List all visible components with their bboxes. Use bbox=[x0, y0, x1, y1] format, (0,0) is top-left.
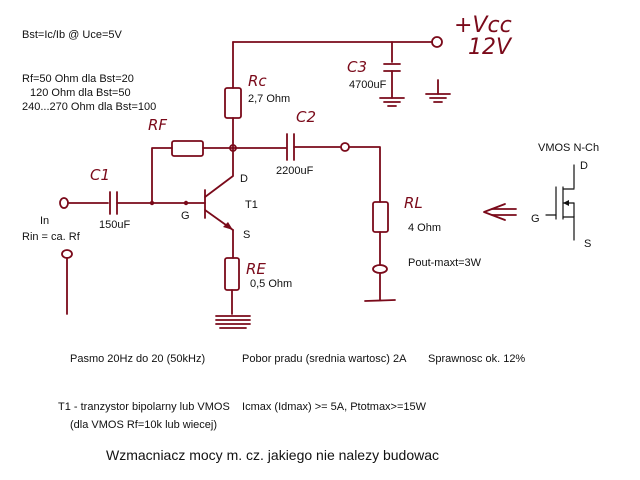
spec-band: Pasmo 20Hz do 20 (50kHz) bbox=[70, 353, 205, 365]
vcc-value-label: 12V bbox=[468, 35, 513, 60]
rl-resistor bbox=[364, 201, 396, 302]
arrow-shaft-icon bbox=[491, 208, 517, 216]
vmos-arrow bbox=[483, 203, 517, 221]
vmos-title: VMOS N-Ch bbox=[538, 142, 599, 154]
rl-terminal bbox=[372, 264, 388, 274]
c2-name: C2 bbox=[296, 108, 316, 126]
t1-gate-label: G bbox=[181, 210, 190, 222]
t1-source-label: S bbox=[243, 229, 250, 241]
rf-note-3: 240...270 Ohm dla Bst=100 bbox=[22, 101, 156, 113]
transistor-t1 bbox=[204, 147, 234, 231]
rl-name: RL bbox=[404, 194, 423, 212]
rf-name: RF bbox=[148, 116, 167, 134]
re-name: RE bbox=[246, 260, 266, 278]
rf-body bbox=[171, 140, 204, 157]
extra-ground bbox=[425, 79, 451, 103]
vmos-source-label: S bbox=[584, 238, 591, 250]
rf-resistor bbox=[151, 140, 234, 204]
rf-left-wire bbox=[151, 147, 173, 204]
rin-terminal bbox=[61, 249, 73, 315]
ground-icon bbox=[425, 93, 451, 103]
c3-name: C3 bbox=[347, 58, 367, 76]
rc-name: Rc bbox=[248, 72, 267, 90]
vmos-gate-label: G bbox=[531, 213, 540, 225]
input-network bbox=[59, 191, 206, 215]
re-resistor bbox=[215, 229, 251, 329]
t1-label: T1 bbox=[245, 199, 258, 211]
c2-value: 2200uF bbox=[276, 165, 314, 177]
t1-drain-label: D bbox=[240, 173, 248, 185]
spec-current: Pobor pradu (srednia wartosc) 2A bbox=[242, 353, 407, 365]
rc-body bbox=[224, 87, 242, 119]
rl-value: 4 Ohm bbox=[408, 222, 441, 234]
base-junction bbox=[149, 200, 155, 206]
vcc-label: +Vcc bbox=[454, 13, 512, 38]
rin-terminal-circle bbox=[61, 249, 73, 259]
vmos-symbol bbox=[545, 164, 575, 241]
rf-note-2: 120 Ohm dla Bst=50 bbox=[30, 87, 131, 99]
vcc-terminal bbox=[431, 36, 443, 48]
rl-ground-icon bbox=[364, 299, 396, 302]
page-title: Wzmacniacz mocy m. cz. jakiego nie nalez… bbox=[106, 447, 439, 463]
t1-emitter-arrow-icon bbox=[223, 222, 233, 230]
t1-collector-lead bbox=[204, 147, 234, 198]
c1-value: 150uF bbox=[99, 219, 130, 231]
re-body bbox=[224, 257, 240, 291]
c2-output-node bbox=[340, 142, 350, 152]
c2-capacitor bbox=[232, 133, 381, 203]
output-wire bbox=[348, 146, 381, 203]
c1-name: C1 bbox=[90, 166, 110, 184]
rl-body bbox=[372, 201, 389, 233]
spec-t1: T1 - tranzystor bipolarny lub VMOS Icmax… bbox=[58, 401, 427, 413]
spec-efficiency: Sprawnosc ok. 12% bbox=[428, 353, 525, 365]
vmos-arrow-icon bbox=[563, 200, 569, 206]
rf-note-1: Rf=50 Ohm dla Bst=20 bbox=[22, 73, 134, 85]
re-ground-icon bbox=[215, 315, 251, 329]
rc-resistor bbox=[224, 87, 242, 152]
vmos-drain-label: D bbox=[580, 160, 588, 172]
vmos-source-lead bbox=[562, 216, 575, 241]
input-terminal bbox=[59, 197, 69, 209]
vcc-rail bbox=[232, 36, 443, 89]
pout-label: Pout-maxt=3W bbox=[408, 257, 482, 269]
c3-value: 4700uF bbox=[349, 79, 387, 91]
bst-definition: Bst=Ic/Ib @ Uce=5V bbox=[22, 29, 122, 41]
gate-node bbox=[183, 200, 189, 206]
re-value: 0,5 Ohm bbox=[250, 278, 292, 290]
spec-vmos-note: (dla VMOS Rf=10k lub wiecej) bbox=[70, 419, 217, 431]
c3-branch bbox=[379, 41, 405, 107]
input-label: In bbox=[40, 215, 49, 227]
arrow-head-icon bbox=[483, 203, 506, 221]
rc-value: 2,7 Ohm bbox=[248, 93, 290, 105]
rin-label: Rin = ca. Rf bbox=[22, 231, 81, 243]
c3-ground-icon bbox=[379, 97, 405, 107]
